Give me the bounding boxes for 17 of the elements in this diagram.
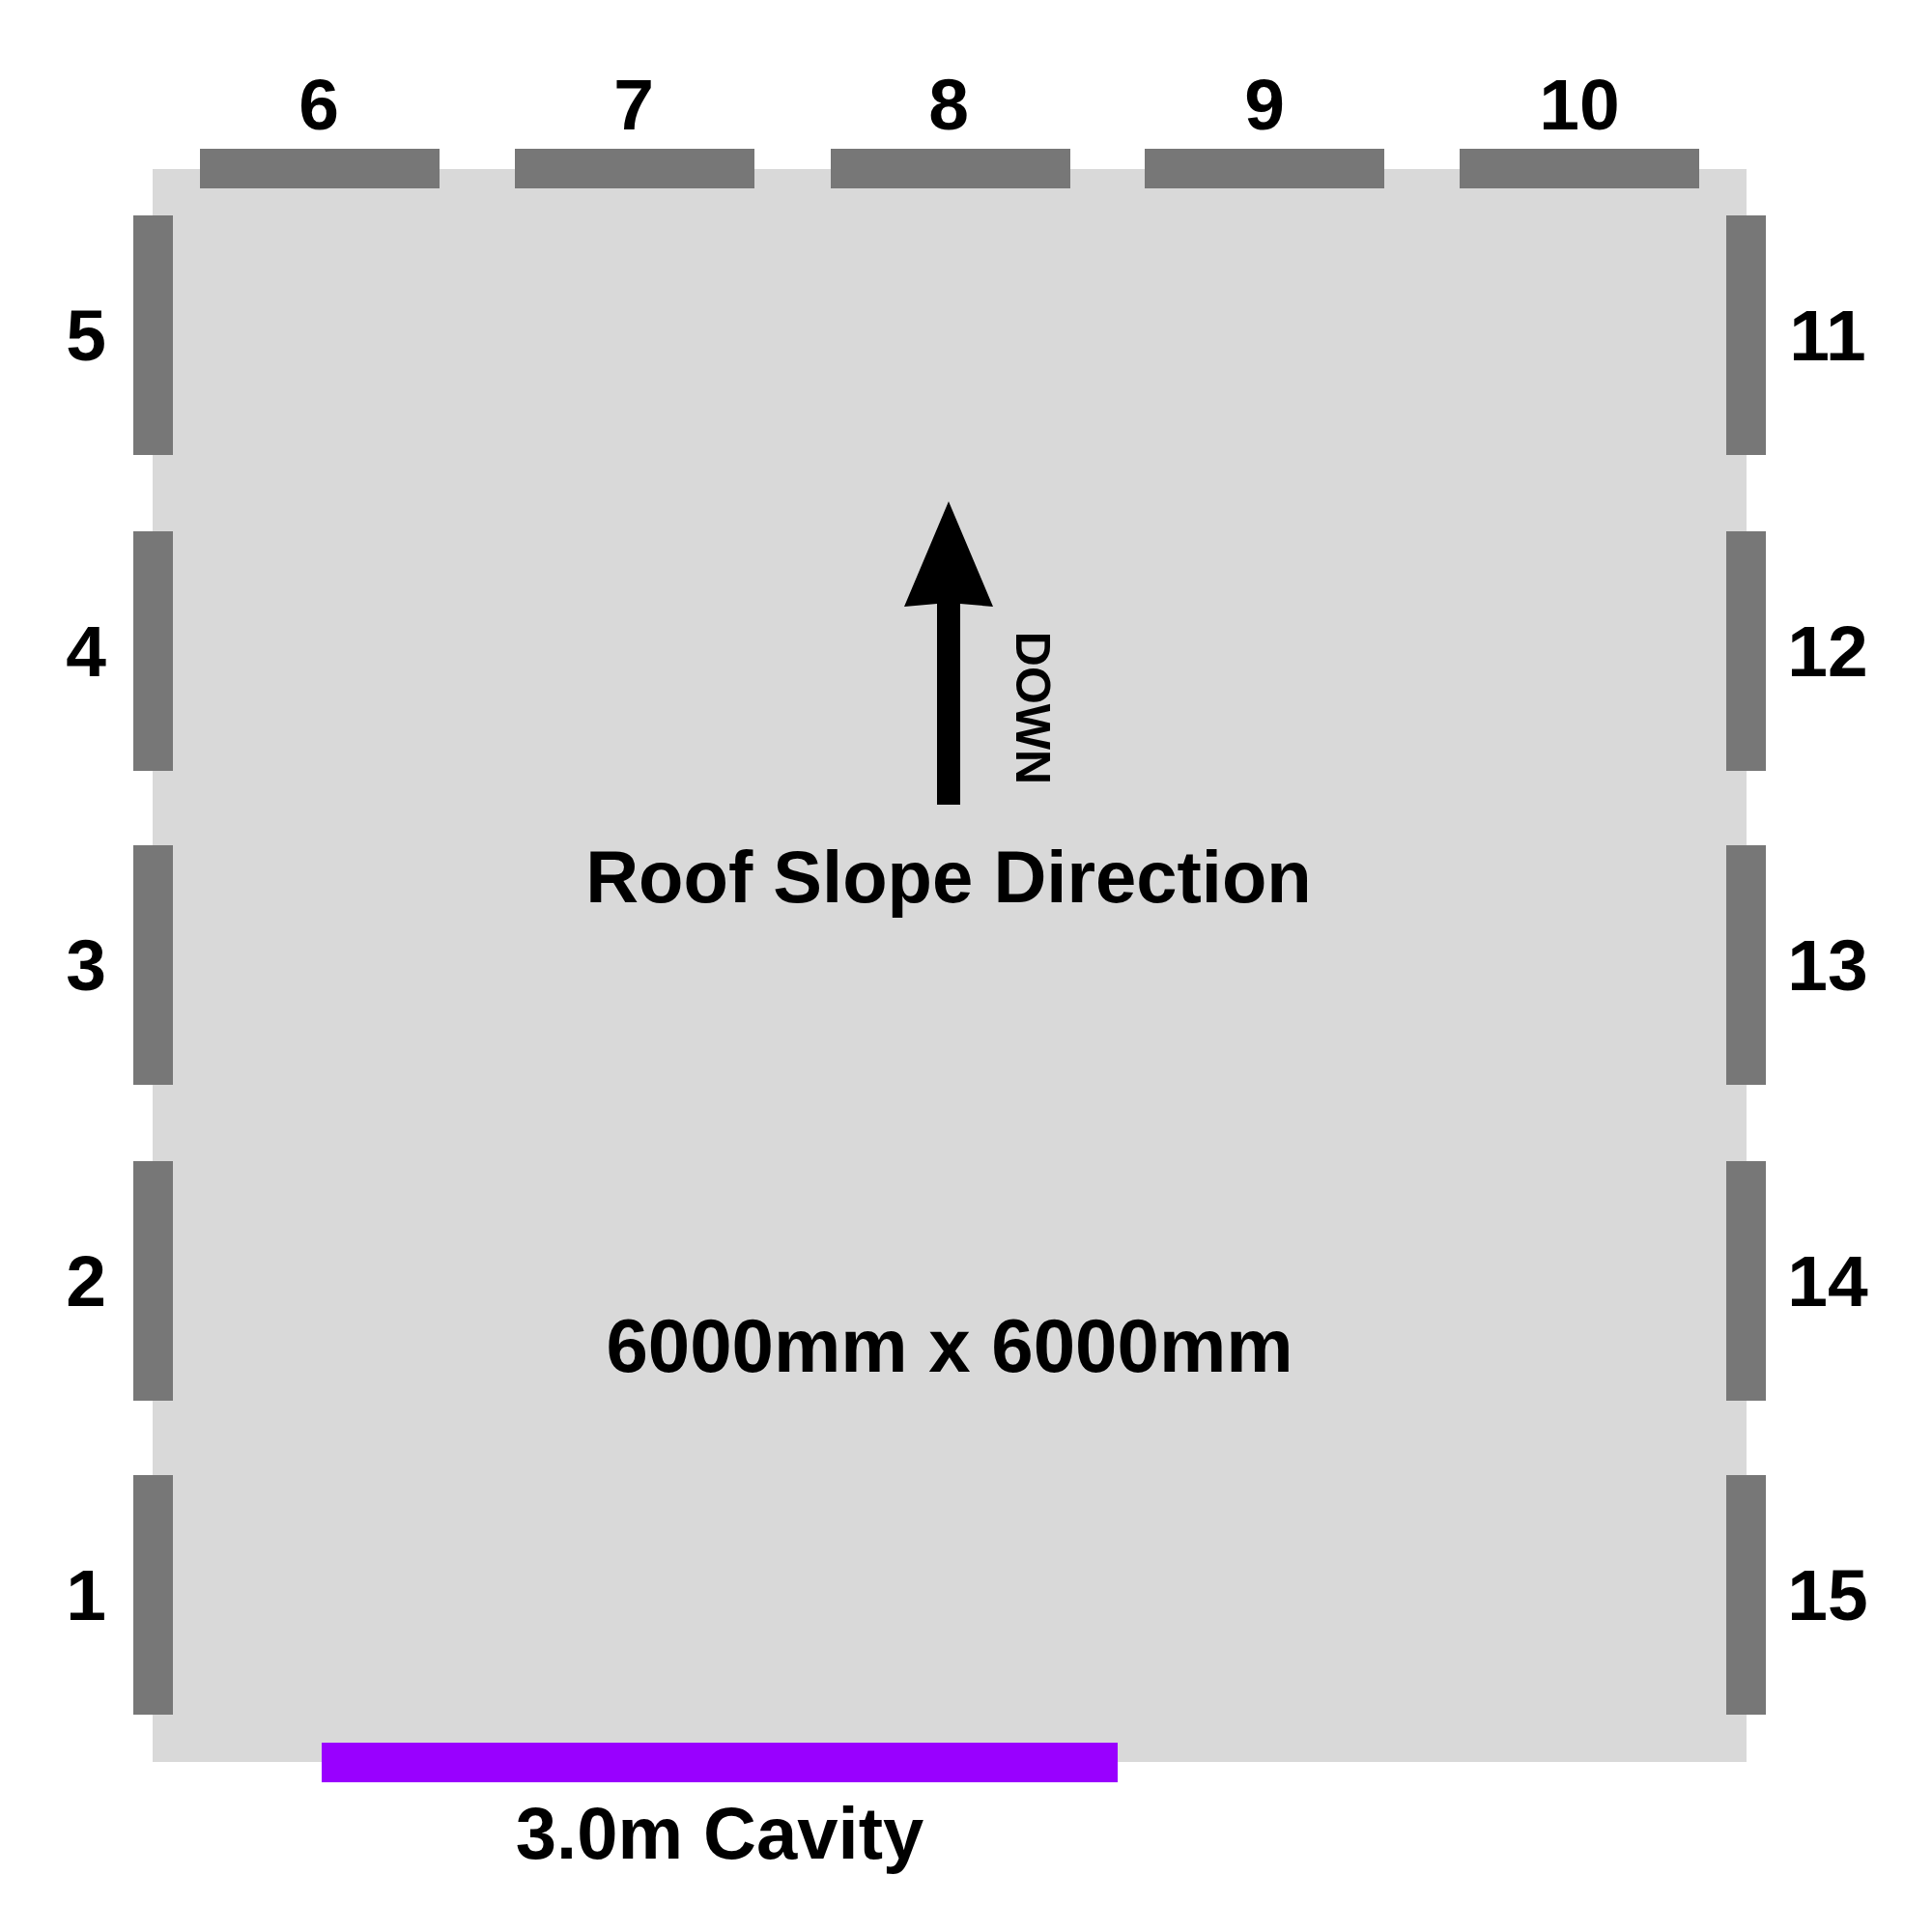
panel-number: 7 — [613, 68, 654, 141]
panel-number: 4 — [66, 614, 106, 688]
panel-number: 5 — [66, 298, 106, 372]
panel-number: 9 — [1244, 68, 1285, 141]
panel-number: 15 — [1787, 1558, 1868, 1632]
room-dimensions: 6000mm x 6000mm — [606, 1308, 1293, 1383]
panel-number: 3 — [66, 928, 106, 1002]
panel-number: 14 — [1787, 1244, 1868, 1318]
panel-number: 1 — [66, 1558, 106, 1632]
panel-number: 12 — [1787, 614, 1868, 688]
panel-number: 2 — [66, 1244, 106, 1318]
panel-number: 6 — [298, 68, 339, 141]
panel-number: 13 — [1787, 928, 1868, 1002]
direction-label: DOWN — [1009, 631, 1057, 785]
panel-number: 8 — [928, 68, 969, 141]
panel-number: 11 — [1789, 298, 1866, 372]
panel-number: 10 — [1539, 68, 1620, 141]
